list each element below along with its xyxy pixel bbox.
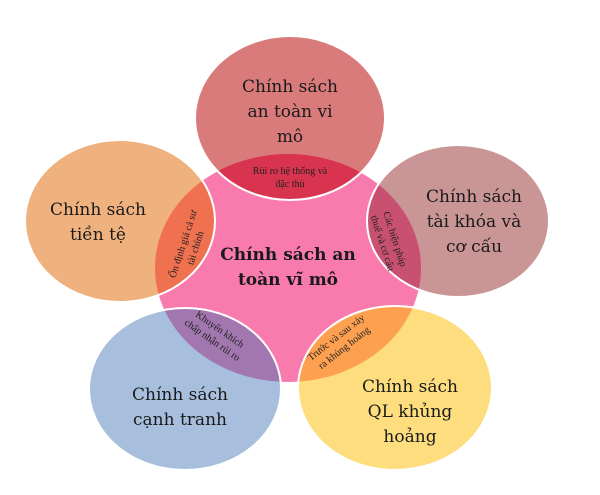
center-label-line: toàn vĩ mô [238,270,338,290]
overlap-bottom-left [155,308,281,382]
circle-bottom-right-outline [297,305,493,471]
center-label-line: Chính sách an [220,245,356,265]
circle-top-outline [194,35,386,201]
overlap-top-label: Rủi ro hệ thống và đặc thù [253,166,328,190]
circle-bottom-right-label: Chính sách [362,377,458,397]
circle-bottom-left-label: Chính sách [132,385,228,405]
circle-left [24,139,216,303]
overlap-label-line: đặc thù [275,179,304,190]
circle-bottom-left-label: cạnh tranh [133,410,227,430]
circle-top-label: an toàn vi [247,102,333,122]
overlap-label-line: Rủi ro hệ thống và [253,166,328,177]
center-label: Chính sách an toàn vĩ mô [220,245,356,290]
circle-right-label: tài khóa và [427,212,522,232]
circle-top [194,35,386,201]
circle-bottom-right-label: hoảng [383,427,436,447]
circle-top-shape [195,36,385,200]
circle-right [366,144,550,298]
circle-right-label: Chính sách [426,187,522,207]
circle-right-outline [366,144,550,298]
circle-left-label: tiền tệ [70,225,126,245]
circle-right-label: cơ cấu [446,237,502,257]
circle-top-label: Chính sách [242,77,338,97]
circle-bottom-left [88,307,282,471]
circle-bottom-right [297,305,493,471]
circle-left-label: Chính sách [50,200,146,220]
circle-top-label: mô [277,127,303,147]
circle-bottom-left-outline [88,307,282,471]
circle-bottom-right-label: QL khủng [368,402,453,422]
overlap-bottom-right [298,306,421,382]
circle-left-outline [24,139,216,303]
